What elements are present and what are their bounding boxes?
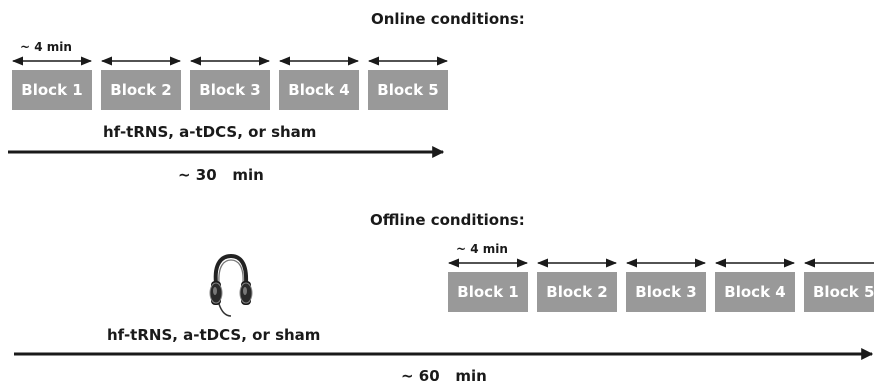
offline-total-duration: ~ 60 min [401, 367, 487, 385]
offline-block-4: Block 4 [715, 272, 795, 312]
online-total-duration: ~ 30 min [178, 166, 264, 184]
online-block-5: Block 5 [368, 70, 448, 110]
online-block-1: Block 1 [12, 70, 92, 110]
online-block-3: Block 3 [190, 70, 270, 110]
offline-block-5: Block 5 [804, 272, 874, 312]
online-block-2: Block 2 [101, 70, 181, 110]
online-block-4: Block 4 [279, 70, 359, 110]
offline-block-duration-label: ~ 4 min [456, 242, 508, 256]
offline-heading: Offline conditions: [370, 211, 525, 229]
online-block-duration-label: ~ 4 min [20, 40, 72, 54]
offline-block-3: Block 3 [626, 272, 706, 312]
offline-stimulation-label: hf-tRNS, a-tDCS, or sham [107, 326, 321, 344]
offline-block-2: Block 2 [537, 272, 617, 312]
offline-block-1: Block 1 [448, 272, 528, 312]
online-heading: Online conditions: [371, 10, 525, 28]
online-stimulation-label: hf-tRNS, a-tDCS, or sham [103, 123, 317, 141]
headphones-icon [209, 253, 253, 317]
